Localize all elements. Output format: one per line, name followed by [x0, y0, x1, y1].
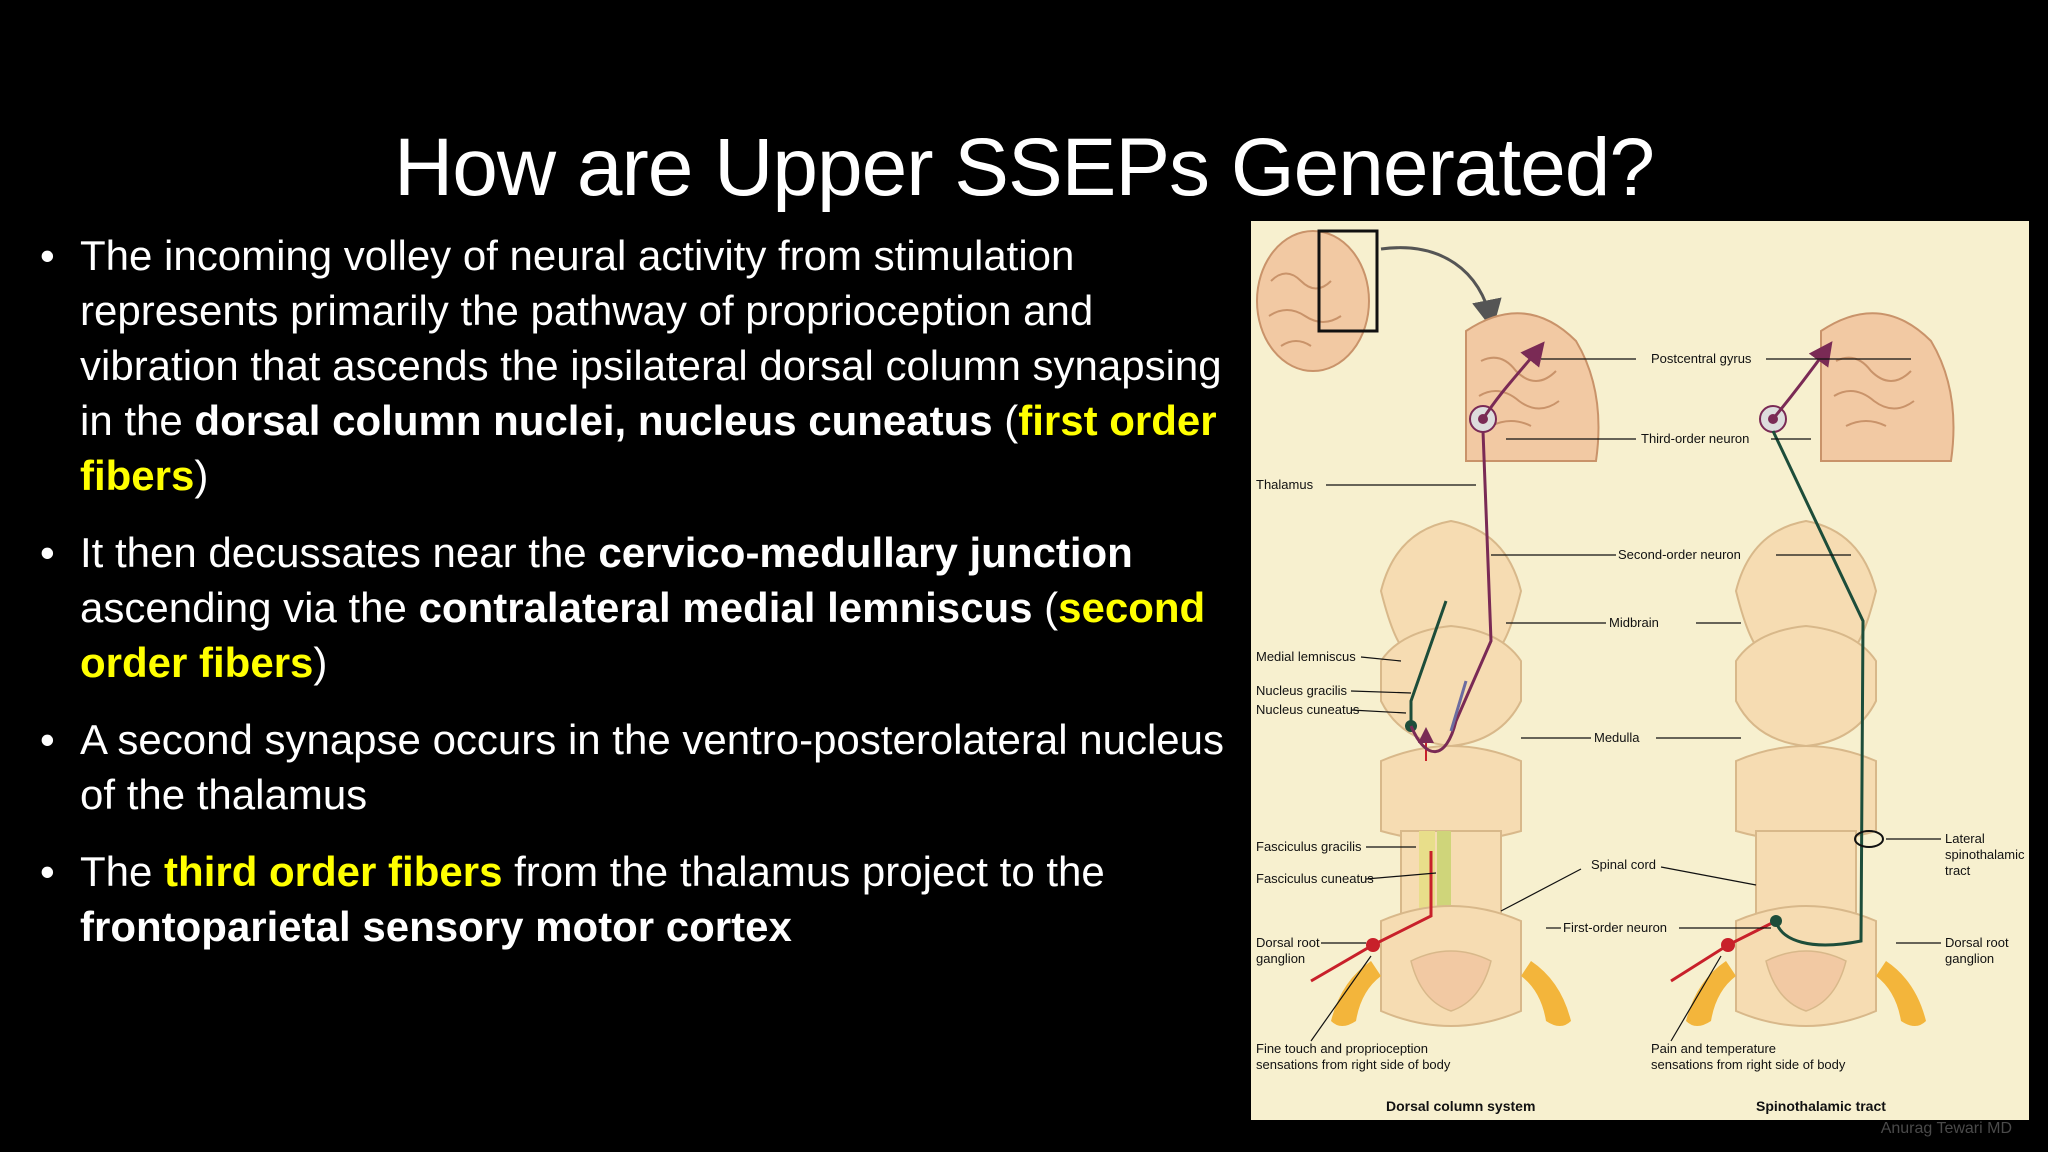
- bullet-dot: •: [40, 716, 55, 763]
- label-medulla: Medulla: [1594, 730, 1640, 745]
- caption-spinothalamic-tract: Spinothalamic tract: [1756, 1098, 1886, 1114]
- leader-lines: [1310, 358, 1941, 1042]
- label-dorsal-root-ganglion: Dorsal root: [1256, 935, 1320, 950]
- bullet-dot: •: [40, 529, 55, 576]
- label-second-order-neuron: Second-order neuron: [1618, 547, 1741, 562]
- label-fasciculus-gracilis: Fasciculus gracilis: [1256, 839, 1362, 854]
- label-third-order-neuron: Third-order neuron: [1641, 431, 1749, 446]
- label-pain-temperature: Pain and temperature: [1651, 1041, 1776, 1056]
- highlight-term: first order fibers: [80, 397, 1217, 499]
- bullet-text: ): [194, 452, 209, 499]
- bold-term: cervico-medullary junction: [598, 529, 1133, 576]
- bullet-text: The: [80, 848, 165, 895]
- pathway-diagram: Postcentral gyrus Third-order neuron Tha…: [1256, 229, 2025, 1114]
- bold-term: frontoparietal sensory motor cortex: [80, 903, 792, 950]
- label-dorsal-root-ganglion: Dorsal root: [1945, 935, 2009, 950]
- highlight-term: third order fibers: [164, 848, 503, 895]
- bullet-list: • The incoming volley of neural activity…: [40, 228, 1240, 976]
- sensory-pathway-figure: Postcentral gyrus Third-order neuron Tha…: [1251, 221, 2029, 1120]
- label-dorsal-root-ganglion: ganglion: [1256, 951, 1305, 966]
- author-watermark: Anurag Tewari MD: [1880, 1120, 2012, 1137]
- label-fasciculus-cuneatus: Fasciculus cuneatus: [1256, 871, 1374, 886]
- bullet-text: ascending via the: [80, 584, 419, 631]
- bullet-text: ): [313, 639, 328, 686]
- caption-dorsal-column-system: Dorsal column system: [1386, 1098, 1535, 1114]
- bullet-text: from the thalamus project to the: [502, 848, 1105, 895]
- bullet-text: (: [1032, 584, 1059, 631]
- label-dorsal-root-ganglion: ganglion: [1945, 951, 1994, 966]
- label-nucleus-gracilis: Nucleus gracilis: [1256, 683, 1348, 698]
- bullet-item: • The third order fibers from the thalam…: [40, 844, 1240, 954]
- label-lateral-spinothalamic: Lateral: [1945, 831, 1985, 846]
- label-nucleus-cuneatus: Nucleus cuneatus: [1256, 702, 1360, 717]
- right-cortex-slice: [1759, 312, 1955, 462]
- bullet-item: • A second synapse occurs in the ventro-…: [40, 712, 1240, 822]
- bullet-text: It then decussates near the: [80, 529, 599, 576]
- bold-term: contralateral medial lemniscus: [418, 584, 1033, 631]
- bullet-dot: •: [40, 232, 55, 279]
- whole-brain-icon: [1256, 229, 1502, 372]
- left-cortex-slice: [1465, 312, 1600, 462]
- label-fine-touch: sensations from right side of body: [1256, 1057, 1451, 1072]
- bullet-text: (: [992, 397, 1019, 444]
- label-first-order-neuron: First-order neuron: [1563, 920, 1667, 935]
- bullet-item: • The incoming volley of neural activity…: [40, 228, 1240, 503]
- bullet-text: A second synapse occurs in the ventro-po…: [80, 716, 1224, 818]
- label-pain-temperature: sensations from right side of body: [1651, 1057, 1846, 1072]
- bullet-text: The incoming volley of neural activity f…: [80, 232, 1222, 444]
- right-brainstem-cord: [1670, 430, 1926, 1027]
- label-lateral-spinothalamic: tract: [1945, 863, 1971, 878]
- bullet-item: • It then decussates near the cervico-me…: [40, 525, 1240, 690]
- highlight-term: second order fibers: [80, 584, 1206, 686]
- bullet-dot: •: [40, 848, 55, 895]
- label-thalamus: Thalamus: [1256, 477, 1314, 492]
- label-postcentral-gyrus: Postcentral gyrus: [1651, 351, 1752, 366]
- label-midbrain: Midbrain: [1609, 615, 1659, 630]
- label-lateral-spinothalamic: spinothalamic: [1945, 847, 2025, 862]
- label-fine-touch: Fine touch and proprioception: [1256, 1041, 1428, 1056]
- slide-title: How are Upper SSEPs Generated?: [394, 122, 1655, 213]
- label-spinal-cord: Spinal cord: [1591, 857, 1656, 872]
- label-medial-lemniscus: Medial lemniscus: [1256, 649, 1356, 664]
- bold-term: dorsal column nuclei, nucleus cuneatus: [194, 397, 993, 444]
- left-brainstem-cord: [1310, 430, 1571, 1027]
